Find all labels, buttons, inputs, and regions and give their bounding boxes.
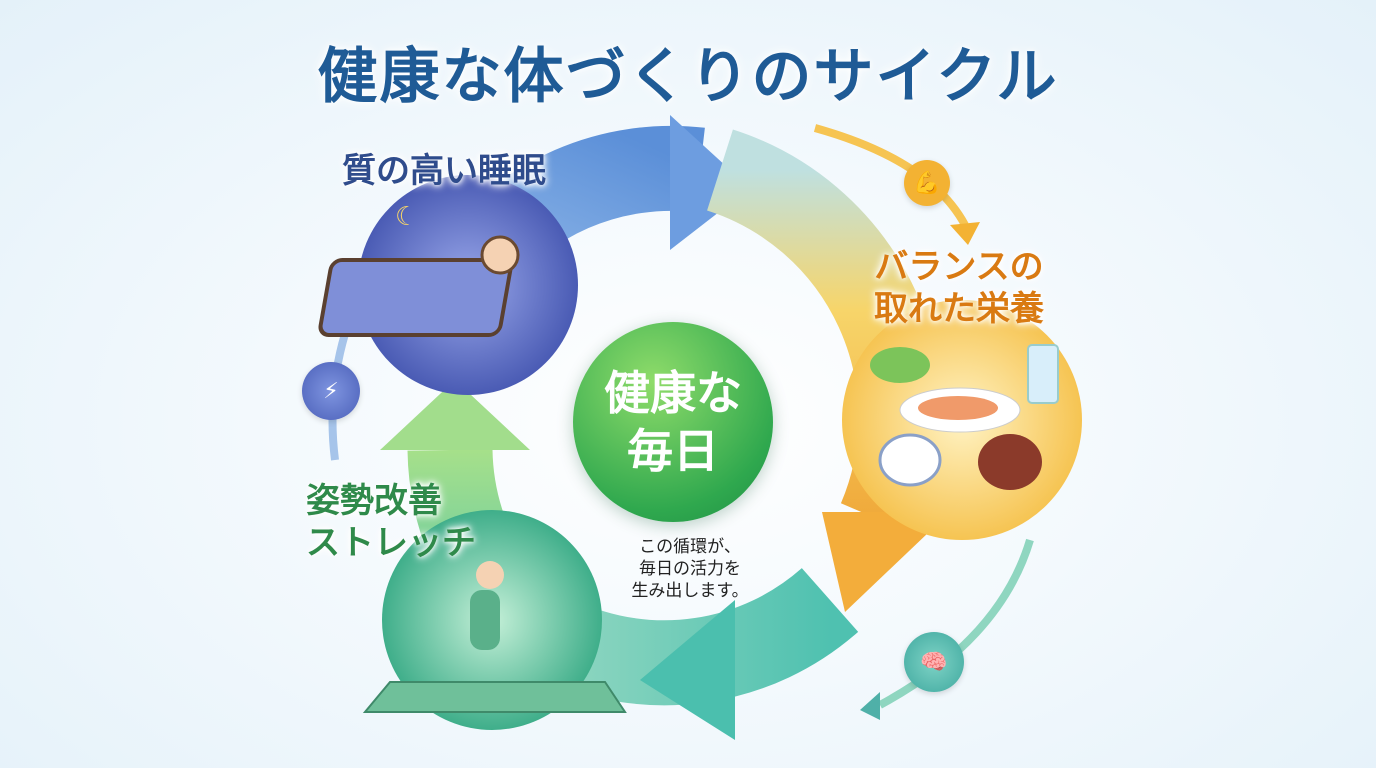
thin-arrow-bottom-right <box>878 538 1034 709</box>
caption-line1: この循環が、 <box>639 537 741 557</box>
svg-text:☾: ☾ <box>395 202 418 232</box>
step-sleep-label: 質の高い睡眠 <box>342 151 546 191</box>
arrow-head-orange <box>822 512 950 612</box>
brain-icon: 🧠 <box>904 632 964 692</box>
muscle-icon: 💪 <box>904 160 950 206</box>
center-line1: 健康な <box>604 366 742 420</box>
stretch-line2: ストレッチ <box>306 523 476 563</box>
arrow-head-blue <box>670 115 750 250</box>
center-healthy-daily-circle: 健康な 毎日 <box>573 322 773 522</box>
arrow-head-green <box>380 380 530 450</box>
step-nutrition-label: バランスの 取れた栄養 <box>874 246 1044 330</box>
stretch-line1: 姿勢改善 <box>306 481 442 521</box>
lightning-icon: ⚡ <box>302 362 360 420</box>
page-title: 健康な体づくりのサイクル <box>317 42 1059 112</box>
caption-line2: 毎日の活力を <box>639 559 741 579</box>
nutrition-line2: 取れた栄養 <box>874 289 1044 329</box>
cycle-caption: この循環が、 毎日の活力を 生み出します。 <box>600 536 780 602</box>
caption-line3: 生み出します。 <box>631 581 749 601</box>
step-stretch-label: 姿勢改善 ストレッチ <box>306 480 476 564</box>
center-line2: 毎日 <box>627 424 719 478</box>
nutrition-line1: バランスの <box>874 247 1044 287</box>
arrow-head-teal <box>640 600 735 740</box>
